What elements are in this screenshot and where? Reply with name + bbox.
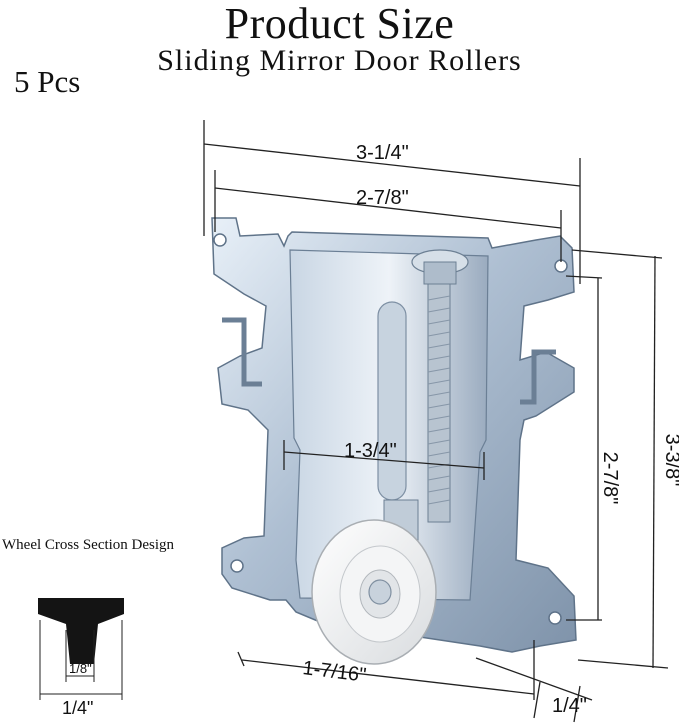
roller-bracket xyxy=(211,217,577,653)
wheel-cross-section: 1/8" 1/4" xyxy=(38,598,124,718)
wheel-width-label: 1/4" xyxy=(552,695,587,717)
inner-width-label: 1-3/4" xyxy=(344,440,397,462)
page-subtitle: Sliding Mirror Door Rollers xyxy=(157,44,522,77)
roller-wheel xyxy=(311,519,437,665)
overall-width-label: 3-1/4" xyxy=(356,142,409,164)
overall-height-label: 3-3/8" xyxy=(661,434,679,487)
tread-width-label: 1/8" xyxy=(69,661,92,676)
dimension-lines xyxy=(203,120,669,723)
hole-spacing-label: 2-7/8" xyxy=(356,187,409,209)
quantity-label: 5 Pcs xyxy=(14,64,81,99)
cross-section-caption: Wheel Cross Section Design xyxy=(2,537,175,553)
hole-height-label: 2-7/8" xyxy=(599,452,621,505)
base-width-label: 1/4" xyxy=(62,698,93,718)
page-title: Product Size xyxy=(224,0,455,48)
